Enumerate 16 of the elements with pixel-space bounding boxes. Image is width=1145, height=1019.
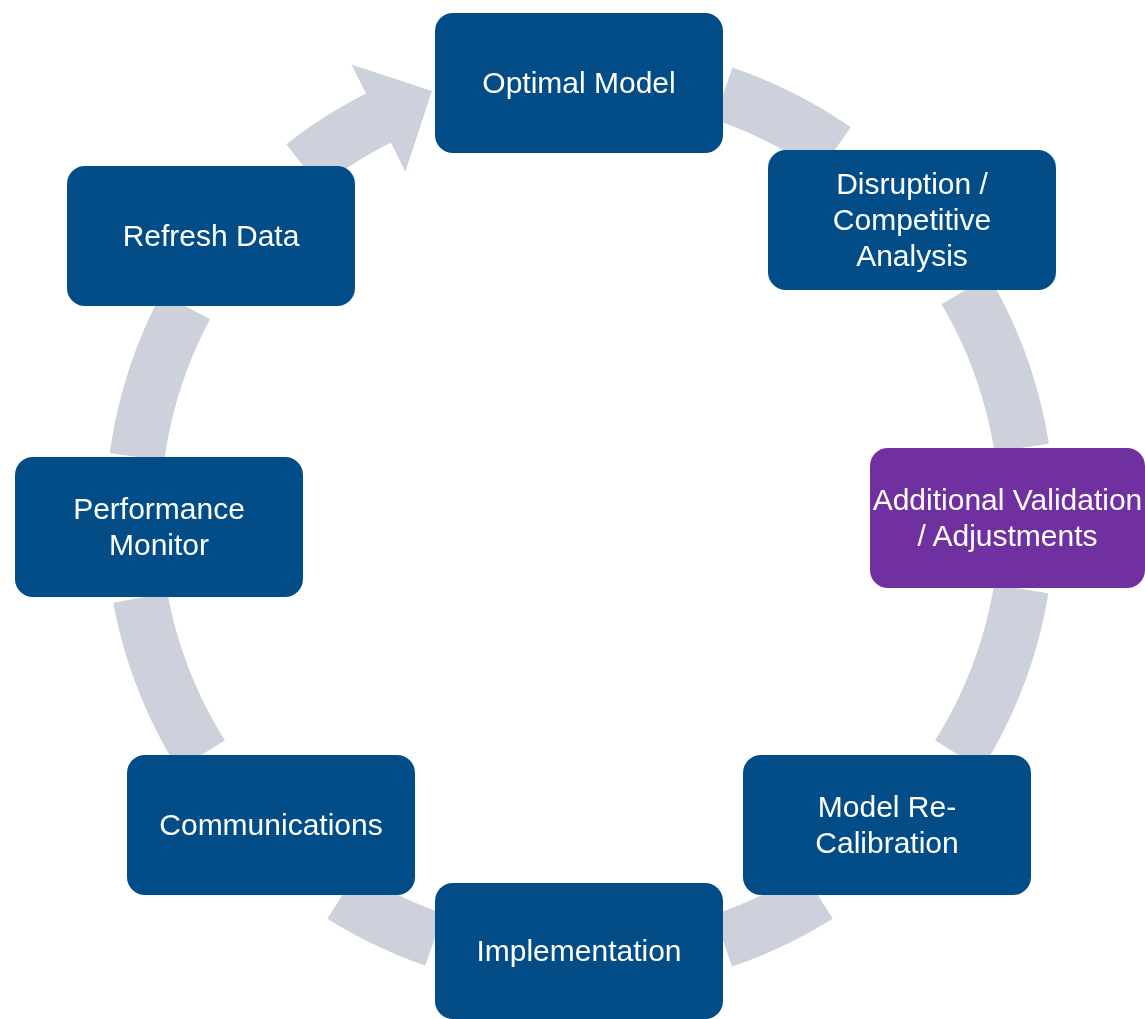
process-box (435, 883, 723, 1019)
process-box (768, 150, 1056, 290)
step-label: Disruption / Competitive Analysis (831, 166, 993, 274)
step-label: Refresh Data (122, 218, 300, 254)
process-box (127, 755, 415, 895)
process-box (435, 13, 723, 153)
step-label: Performance Monitor (72, 491, 246, 563)
step-label: Optimal Model (482, 65, 676, 101)
step-label: Additional Validation / Adjustments (872, 482, 1143, 554)
process-box (67, 166, 355, 306)
process-box (15, 457, 303, 597)
step-label: Implementation (476, 933, 682, 969)
step-label: Communications (159, 807, 383, 843)
process-box (870, 448, 1145, 588)
step-label: Model Re-Calibration (814, 789, 960, 861)
process-box (743, 755, 1031, 895)
